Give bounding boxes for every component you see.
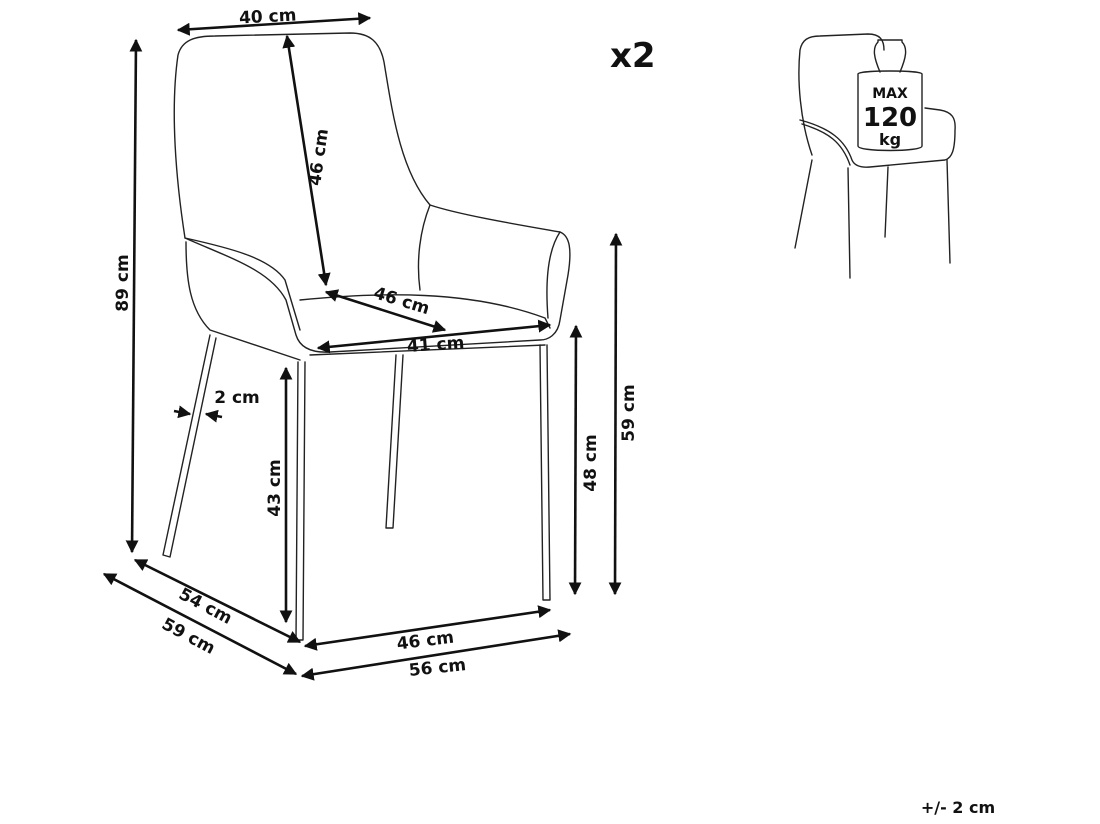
total-height-label: 89 cm (113, 254, 133, 311)
max-load-value: 120 (863, 103, 917, 133)
max-load-illustration: MAX 120 kg (794, 33, 956, 279)
armrest-height-label: 59 cm (619, 384, 639, 441)
seat-width-label: 41 cm (406, 333, 465, 357)
seat-height-label: 48 cm (581, 434, 601, 491)
quantity-label: x2 (610, 36, 656, 76)
total-depth-label: 59 cm (158, 614, 218, 659)
chair-illustration (162, 32, 571, 641)
leg-height-label: 43 cm (265, 459, 285, 516)
leg-thickness-label: 2 cm (214, 388, 260, 408)
max-load-label: MAX (872, 86, 908, 102)
seat-depth-label: 46 cm (371, 283, 432, 319)
max-load-unit: kg (879, 130, 901, 149)
backrest-width-label: 40 cm (239, 6, 297, 29)
dimension-lines (102, 12, 623, 681)
backrest-height-label: 46 cm (305, 128, 333, 188)
tolerance-note: +/- 2 cm (921, 798, 995, 817)
